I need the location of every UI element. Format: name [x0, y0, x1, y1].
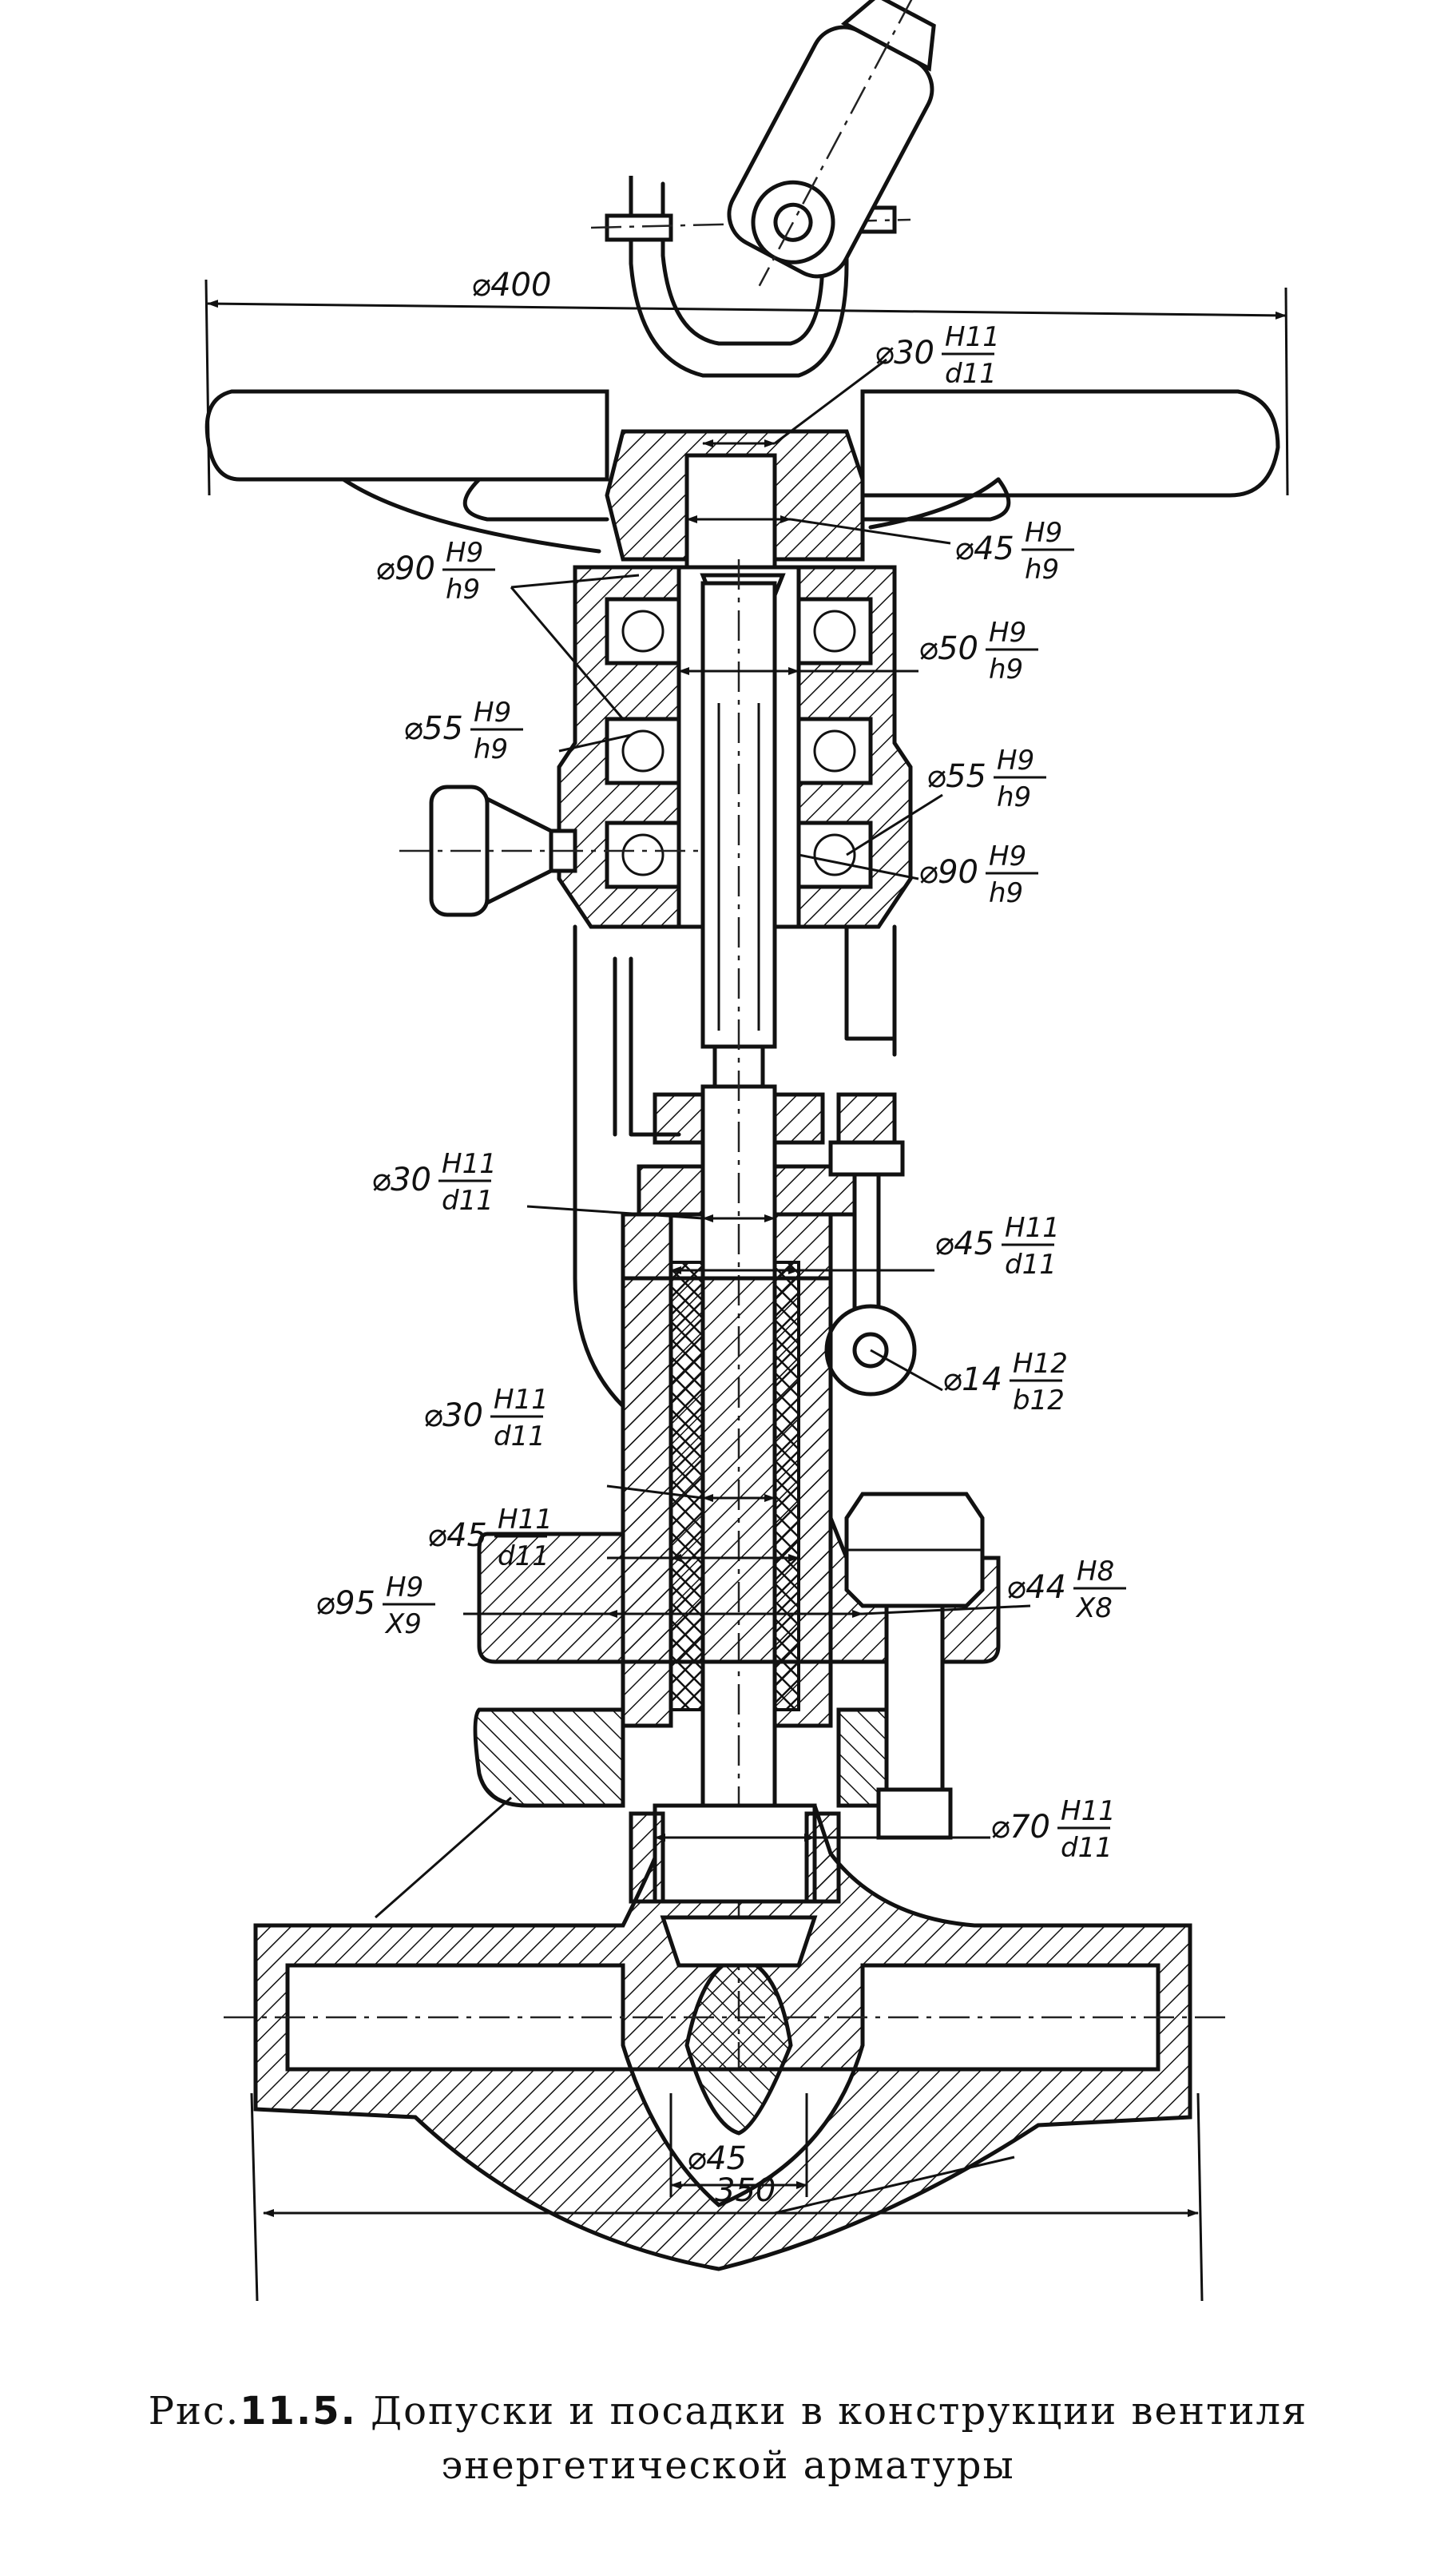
fit-diameter: ⌀70: [990, 1809, 1050, 1846]
fit-diameter: ⌀44: [1006, 1569, 1066, 1606]
fit-diameter: ⌀30: [875, 335, 934, 372]
fit-hole-tolerance: H11: [1061, 1795, 1116, 1827]
yoke-legs: [573, 924, 897, 1456]
fit-hole-tolerance: H9: [989, 840, 1026, 872]
angled-lever: [727, 0, 936, 287]
figure-caption-line2: энергетической арматуры: [441, 2443, 1015, 2488]
fit-diameter: ⌀55: [926, 758, 986, 795]
fit-hole-tolerance: H9: [989, 617, 1026, 649]
fit-shaft-tolerance: X9: [384, 1608, 422, 1640]
fit-diameter: ⌀55: [403, 710, 463, 747]
fit-label-f15: ⌀70 H11 d11: [990, 1795, 1116, 1864]
dimension-lines: [204, 279, 1289, 2301]
fit-label-f2: ⌀45 H9 h9: [954, 517, 1074, 586]
fit-shaft-tolerance: h9: [989, 654, 1023, 685]
fit-diameter: ⌀30: [423, 1397, 483, 1434]
fit-diameter: ⌀95: [315, 1585, 375, 1622]
fit-label-f8: ⌀30 H11 d11: [371, 1148, 497, 1217]
fit-hole-tolerance: H9: [997, 745, 1034, 777]
fit-shaft-tolerance: d11: [442, 1185, 494, 1217]
fit-hole-tolerance: H11: [1005, 1212, 1060, 1244]
fit-diameter: ⌀90: [918, 854, 978, 891]
fit-diameter: ⌀30: [371, 1162, 431, 1198]
fit-hole-tolerance: H9: [446, 537, 483, 569]
dim-seat-45: ⌀45: [687, 2140, 747, 2177]
caption-prefix: Рис.: [148, 2389, 240, 2434]
caption-title: Допуски и посадки в конструкции вентиля: [371, 2389, 1308, 2434]
dim-350: 350: [715, 2172, 776, 2209]
fit-shaft-tolerance: d11: [1061, 1832, 1113, 1864]
fit-shaft-tolerance: b12: [1013, 1385, 1065, 1417]
fit-shaft-tolerance: h9: [997, 781, 1031, 813]
fit-shaft-tolerance: h9: [474, 733, 508, 765]
figure-caption-line1: Рис.11.5. Допуски и посадки в конструкци…: [0, 2389, 1456, 2434]
fit-shaft-tolerance: d11: [494, 1421, 546, 1452]
fit-label-f7: ⌀90 H9 h9: [918, 840, 1038, 909]
fit-shaft-tolerance: h9: [446, 574, 480, 606]
fit-hole-tolerance: H11: [498, 1504, 553, 1536]
caption-number: 11.5.: [240, 2389, 357, 2434]
fit-label-f6: ⌀55 H9 h9: [926, 745, 1046, 813]
fit-diameter: ⌀90: [375, 550, 435, 587]
fit-hole-tolerance: H9: [386, 1572, 423, 1603]
fit-shaft-tolerance: h9: [1025, 554, 1059, 586]
fit-hole-tolerance: H9: [474, 697, 511, 729]
fit-hole-tolerance: H8: [1077, 1556, 1114, 1587]
fit-label-f12: ⌀45 H11 d11: [427, 1504, 553, 1572]
fit-diameter: ⌀50: [918, 630, 978, 667]
fit-diameter: ⌀45: [954, 530, 1014, 567]
fit-shaft-tolerance: d11: [1005, 1249, 1057, 1281]
fit-hole-tolerance: H11: [442, 1148, 497, 1180]
fit-shaft-tolerance: h9: [989, 877, 1023, 909]
fit-shaft-tolerance: X8: [1075, 1592, 1113, 1624]
fit-hole-tolerance: H11: [945, 321, 1000, 353]
fit-label-f4: ⌀50 H9 h9: [918, 617, 1038, 685]
grease-fitting: [399, 785, 719, 917]
fit-label-f1: ⌀30 H11 d11: [875, 321, 1000, 390]
fit-shaft-tolerance: d11: [498, 1540, 549, 1572]
dim-400: ⌀400: [471, 267, 551, 304]
fit-label-f11: ⌀30 H11 d11: [423, 1384, 549, 1452]
stud-and-nut: [844, 1492, 985, 1840]
fit-label-f9: ⌀45 H11 d11: [934, 1212, 1060, 1281]
fit-diameter: ⌀45: [934, 1226, 994, 1262]
fit-label-f3: ⌀90 H9 h9: [375, 537, 495, 606]
fit-shaft-tolerance: d11: [945, 358, 997, 390]
fit-hole-tolerance: H12: [1013, 1348, 1068, 1380]
fit-hole-tolerance: H9: [1025, 517, 1062, 549]
fit-diameter: ⌀14: [942, 1361, 1002, 1398]
handwheel: [204, 389, 1280, 554]
fit-hole-tolerance: H11: [494, 1384, 549, 1416]
fit-diameter: ⌀45: [427, 1517, 487, 1554]
fit-label-f5: ⌀55 H9 h9: [403, 697, 523, 765]
valve-disc: [629, 1803, 841, 1968]
fit-label-f10: ⌀14 H12 b12: [942, 1348, 1068, 1417]
valve-drawing: ⌀400 350 ⌀45 ⌀30H11d11⌀45H9h9⌀90H9h9⌀50H…: [204, 0, 1289, 2301]
